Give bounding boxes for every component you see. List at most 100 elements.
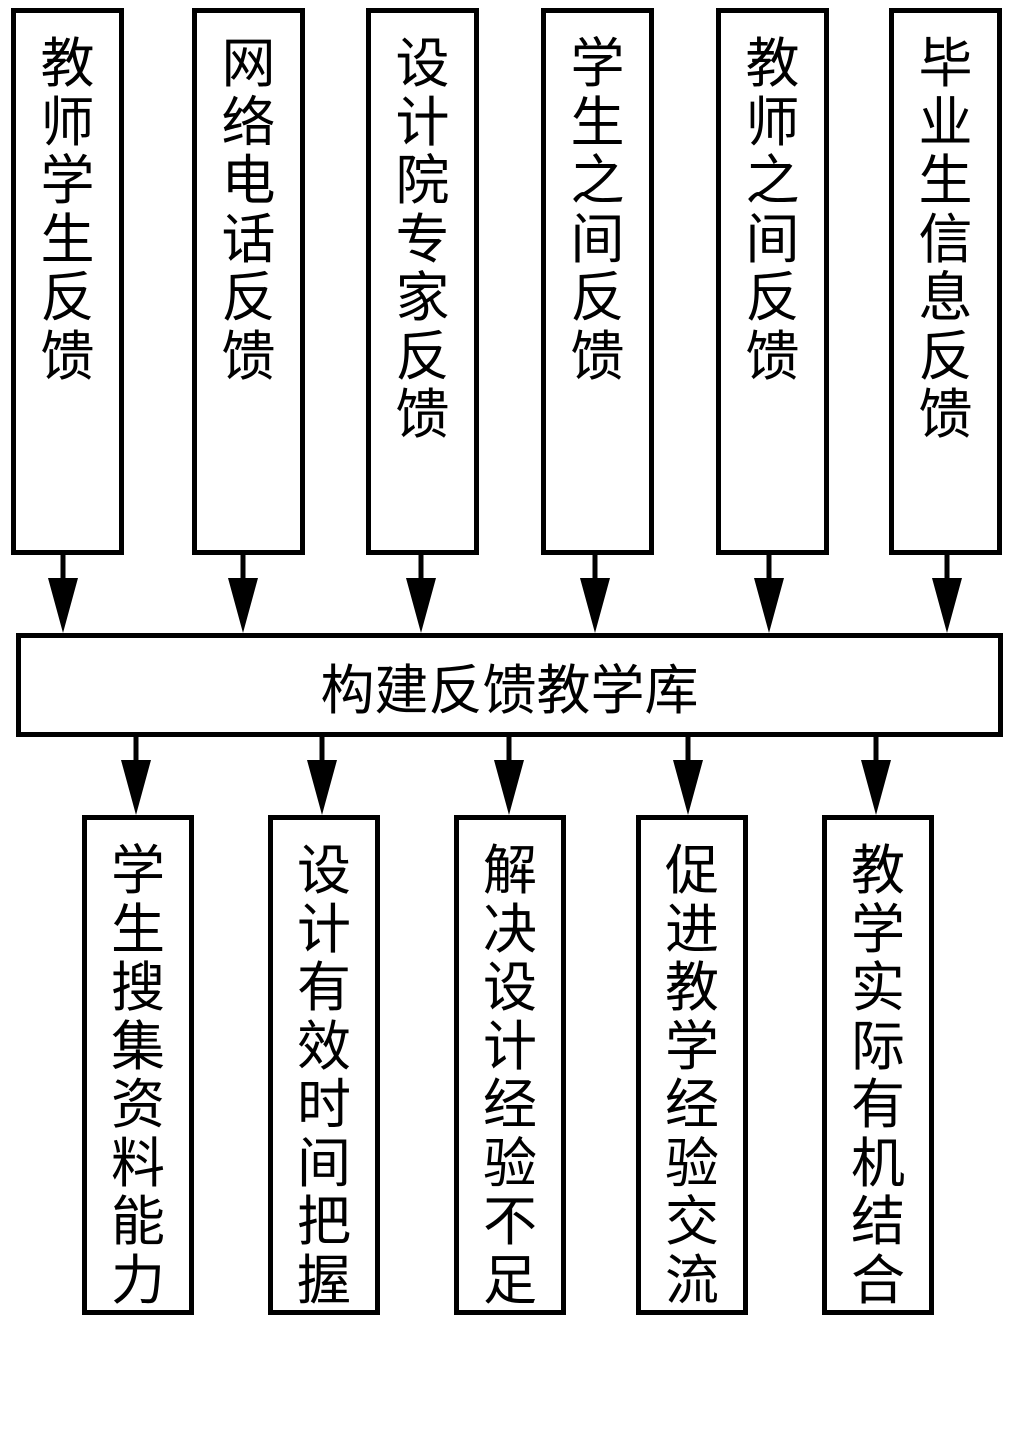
label-char: 学 xyxy=(851,897,905,961)
arrow-head-icon xyxy=(228,578,258,633)
label-char: 反 xyxy=(40,266,95,329)
source-box-teacher-student-label: 教师学生反馈 xyxy=(16,32,119,388)
label-char: 把 xyxy=(297,1190,351,1253)
label-char: 计 xyxy=(395,90,450,154)
arrow-center-to-design-experience-gap xyxy=(494,737,524,815)
label-char: 计 xyxy=(297,897,351,961)
label-char: 教 xyxy=(40,32,95,95)
label-char: 流 xyxy=(665,1248,719,1312)
arrow-head-icon xyxy=(494,760,524,815)
label-char: 有 xyxy=(851,1073,905,1136)
label-char: 验 xyxy=(483,1131,537,1195)
label-char: 结 xyxy=(851,1190,905,1253)
label-char: 网 xyxy=(221,32,276,95)
label-char: 馈 xyxy=(570,324,625,388)
outcome-box-teaching-exchange: 促进教学经验交流 xyxy=(636,815,748,1315)
outcome-box-teaching-practice-integration-label: 教学实际有机结合 xyxy=(827,839,929,1310)
arrow-head-icon xyxy=(406,578,436,633)
arrow-head-icon xyxy=(932,578,962,633)
arrow-graduate-info-to-center xyxy=(932,555,962,633)
source-box-teacher-student: 教师学生反馈 xyxy=(11,8,124,555)
label-char: 电 xyxy=(221,149,276,212)
outcome-box-design-time-management-label: 设计有效时间把握 xyxy=(273,839,375,1312)
label-char: 息 xyxy=(918,266,973,329)
label-char: 馈 xyxy=(221,324,276,388)
source-box-between-teachers-label: 教师之间反馈 xyxy=(721,32,824,388)
label-char: 经 xyxy=(665,1073,719,1136)
label-char: 生 xyxy=(918,149,973,212)
label-char: 进 xyxy=(665,897,719,961)
label-char: 有 xyxy=(297,956,351,1019)
label-char: 反 xyxy=(570,266,625,329)
arrow-center-to-design-time-management xyxy=(307,737,337,815)
label-char: 教 xyxy=(851,839,905,902)
label-char: 反 xyxy=(745,266,800,329)
label-char: 络 xyxy=(221,90,276,154)
arrow-network-phone-to-center xyxy=(228,555,258,633)
arrow-head-icon xyxy=(673,760,703,815)
label-char: 能 xyxy=(111,1190,165,1253)
arrow-head-icon xyxy=(48,578,78,633)
arrow-between-teachers-to-center xyxy=(754,555,784,633)
label-char: 反 xyxy=(395,324,450,388)
label-char: 之 xyxy=(570,149,625,212)
center-box-label: 构建反馈教学库 xyxy=(320,658,699,722)
label-char: 家 xyxy=(395,266,450,329)
arrow-center-to-student-research-ability xyxy=(121,737,151,815)
label-char: 验 xyxy=(665,1131,719,1195)
label-char: 搜 xyxy=(111,956,165,1019)
label-char: 毕 xyxy=(918,32,973,95)
label-char: 交 xyxy=(665,1190,719,1253)
label-char: 学 xyxy=(665,1014,719,1078)
arrow-head-icon xyxy=(121,760,151,815)
label-char: 计 xyxy=(483,1014,537,1078)
label-char: 学 xyxy=(570,32,625,95)
label-char: 间 xyxy=(570,207,625,271)
arrow-head-icon xyxy=(861,760,891,815)
label-char: 设 xyxy=(395,32,450,95)
label-char: 效 xyxy=(297,1014,351,1078)
source-box-design-institute-expert-label: 设计院专家反馈 xyxy=(371,32,474,446)
arrow-center-to-teaching-exchange xyxy=(673,737,703,815)
arrow-head-icon xyxy=(580,578,610,633)
label-char: 馈 xyxy=(745,324,800,388)
label-char: 教 xyxy=(665,956,719,1019)
label-char: 生 xyxy=(40,207,95,271)
source-box-network-phone: 网络电话反馈 xyxy=(192,8,305,555)
outcome-box-teaching-practice-integration: 教学实际有机结合 xyxy=(822,815,934,1315)
source-box-graduate-info-label: 毕业生信息反馈 xyxy=(894,32,997,445)
label-char: 学 xyxy=(40,149,95,212)
label-char: 馈 xyxy=(395,383,450,446)
label-char: 设 xyxy=(483,956,537,1019)
label-char: 不 xyxy=(483,1190,537,1253)
label-char: 经 xyxy=(483,1073,537,1136)
arrow-center-to-teaching-practice-integration xyxy=(861,737,891,815)
label-char: 信 xyxy=(918,207,973,271)
label-char: 足 xyxy=(483,1248,537,1312)
label-char: 决 xyxy=(483,897,537,961)
label-char: 馈 xyxy=(40,324,95,388)
label-char: 时 xyxy=(297,1073,351,1136)
source-box-between-students-label: 学生之间反馈 xyxy=(546,32,649,388)
arrow-design-institute-expert-to-center xyxy=(406,555,436,633)
label-char: 设 xyxy=(297,839,351,902)
label-char: 专 xyxy=(395,207,450,271)
outcome-box-design-experience-gap-label: 解决设计经验不足 xyxy=(459,841,561,1312)
source-box-between-teachers: 教师之间反馈 xyxy=(716,8,829,555)
label-char: 业 xyxy=(918,90,973,154)
label-char: 际 xyxy=(851,1014,905,1078)
source-box-between-students: 学生之间反馈 xyxy=(541,8,654,555)
label-char: 之 xyxy=(745,149,800,212)
label-char: 师 xyxy=(40,90,95,154)
label-char: 师 xyxy=(745,90,800,154)
label-char: 握 xyxy=(297,1248,351,1312)
label-char: 教 xyxy=(745,32,800,95)
source-box-design-institute-expert: 设计院专家反馈 xyxy=(366,8,479,555)
source-box-graduate-info: 毕业生信息反馈 xyxy=(889,8,1002,555)
outcome-box-teaching-exchange-label: 促进教学经验交流 xyxy=(641,841,743,1312)
label-char: 力 xyxy=(111,1248,165,1312)
arrow-teacher-student-to-center xyxy=(48,555,78,633)
outcome-box-student-research-ability-label: 学生搜集资料能力 xyxy=(87,841,189,1312)
label-char: 资 xyxy=(111,1073,165,1136)
